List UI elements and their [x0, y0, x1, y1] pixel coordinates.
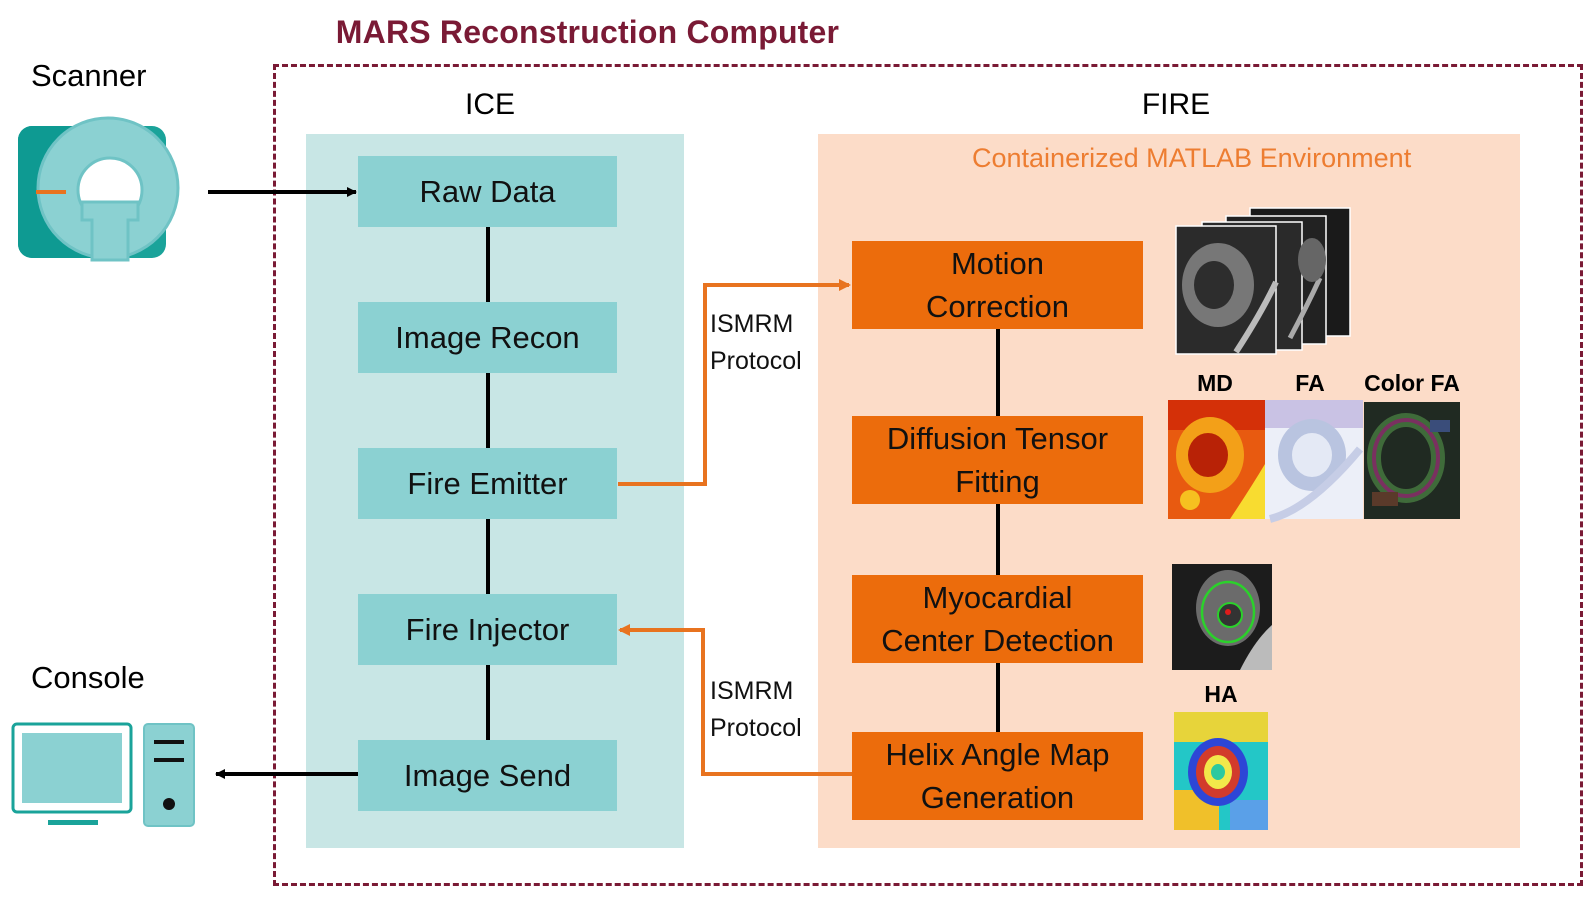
myocardial-detection-image [1172, 564, 1272, 670]
ha-label: HA [1204, 681, 1238, 707]
myocardial-center-line2: Center Detection [881, 623, 1114, 658]
protocol-upper-line1: ISMRM [710, 310, 794, 338]
diffusion-tensor-line1: Diffusion Tensor [886, 421, 1109, 456]
raw-data-box: Raw Data [358, 156, 617, 227]
motion-image-stack [1175, 207, 1351, 355]
md-label: MD [1197, 370, 1233, 396]
fa-label: FA [1295, 370, 1325, 396]
protocol-lower-line1: ISMRM [710, 677, 794, 705]
helix-angle-line1: Helix Angle Map [885, 737, 1110, 772]
ha-map-image [1174, 712, 1268, 830]
ice-header: ICE [464, 88, 515, 121]
fire-header: FIRE [1141, 88, 1211, 121]
myocardial-center-line1: Myocardial [922, 580, 1073, 615]
emitter-to-motion-arrow [618, 279, 851, 486]
color-fa-map-image [1364, 402, 1460, 519]
color-fa-label: Color FA [1364, 370, 1460, 396]
console-label: Console [31, 660, 145, 695]
protocol-label-upper: ISMRM Protocol [710, 306, 802, 380]
motion-correction-line1: Motion [950, 246, 1045, 281]
protocol-lower-line2: Protocol [710, 714, 802, 742]
protocol-label-lower: ISMRM Protocol [710, 673, 802, 747]
image-send-box: Image Send [358, 740, 617, 811]
helix-angle-line2: Generation [920, 780, 1075, 815]
fire-injector-box: Fire Injector [358, 594, 617, 665]
motion-correction-line2: Correction [926, 289, 1069, 324]
mars-computer-boundary [273, 64, 1583, 886]
fa-map-image [1265, 400, 1364, 523]
fire-emitter-box: Fire Emitter [358, 448, 617, 519]
image-recon-box: Image Recon [358, 302, 617, 373]
diagram-title: MARS Reconstruction Computer [335, 14, 840, 50]
diffusion-tensor-line2: Fitting [955, 464, 1040, 499]
protocol-upper-line2: Protocol [710, 347, 802, 375]
scanner-label: Scanner [31, 58, 147, 93]
desktop-computer-icon [11, 722, 195, 827]
mri-scanner-icon [18, 116, 180, 262]
md-map-image [1168, 400, 1265, 519]
helix-to-injector-arrow [618, 624, 852, 776]
environment-label: Containerized MATLAB Environment [972, 143, 1412, 173]
